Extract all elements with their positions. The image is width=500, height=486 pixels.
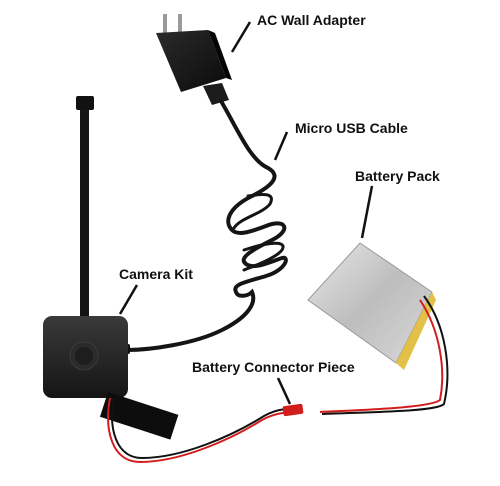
- camera-kit: [43, 96, 301, 464]
- label-battery-connector-piece: Battery Connector Piece: [192, 359, 355, 375]
- label-micro-usb-cable: Micro USB Cable: [295, 120, 408, 136]
- ac-wall-adapter: [156, 14, 232, 105]
- micro-usb-cable: [114, 99, 288, 354]
- leader-line-usb: [273, 131, 289, 161]
- label-camera-kit: Camera Kit: [119, 266, 193, 282]
- leader-line-battery: [360, 185, 374, 239]
- battery-pack: [307, 242, 449, 415]
- leader-line-camera: [118, 284, 139, 315]
- label-battery-pack: Battery Pack: [355, 168, 440, 184]
- leader-line-ac: [230, 21, 252, 53]
- label-ac-wall-adapter: AC Wall Adapter: [257, 12, 366, 28]
- leader-line-connector: [276, 377, 292, 405]
- battery-connector-piece: [282, 403, 304, 417]
